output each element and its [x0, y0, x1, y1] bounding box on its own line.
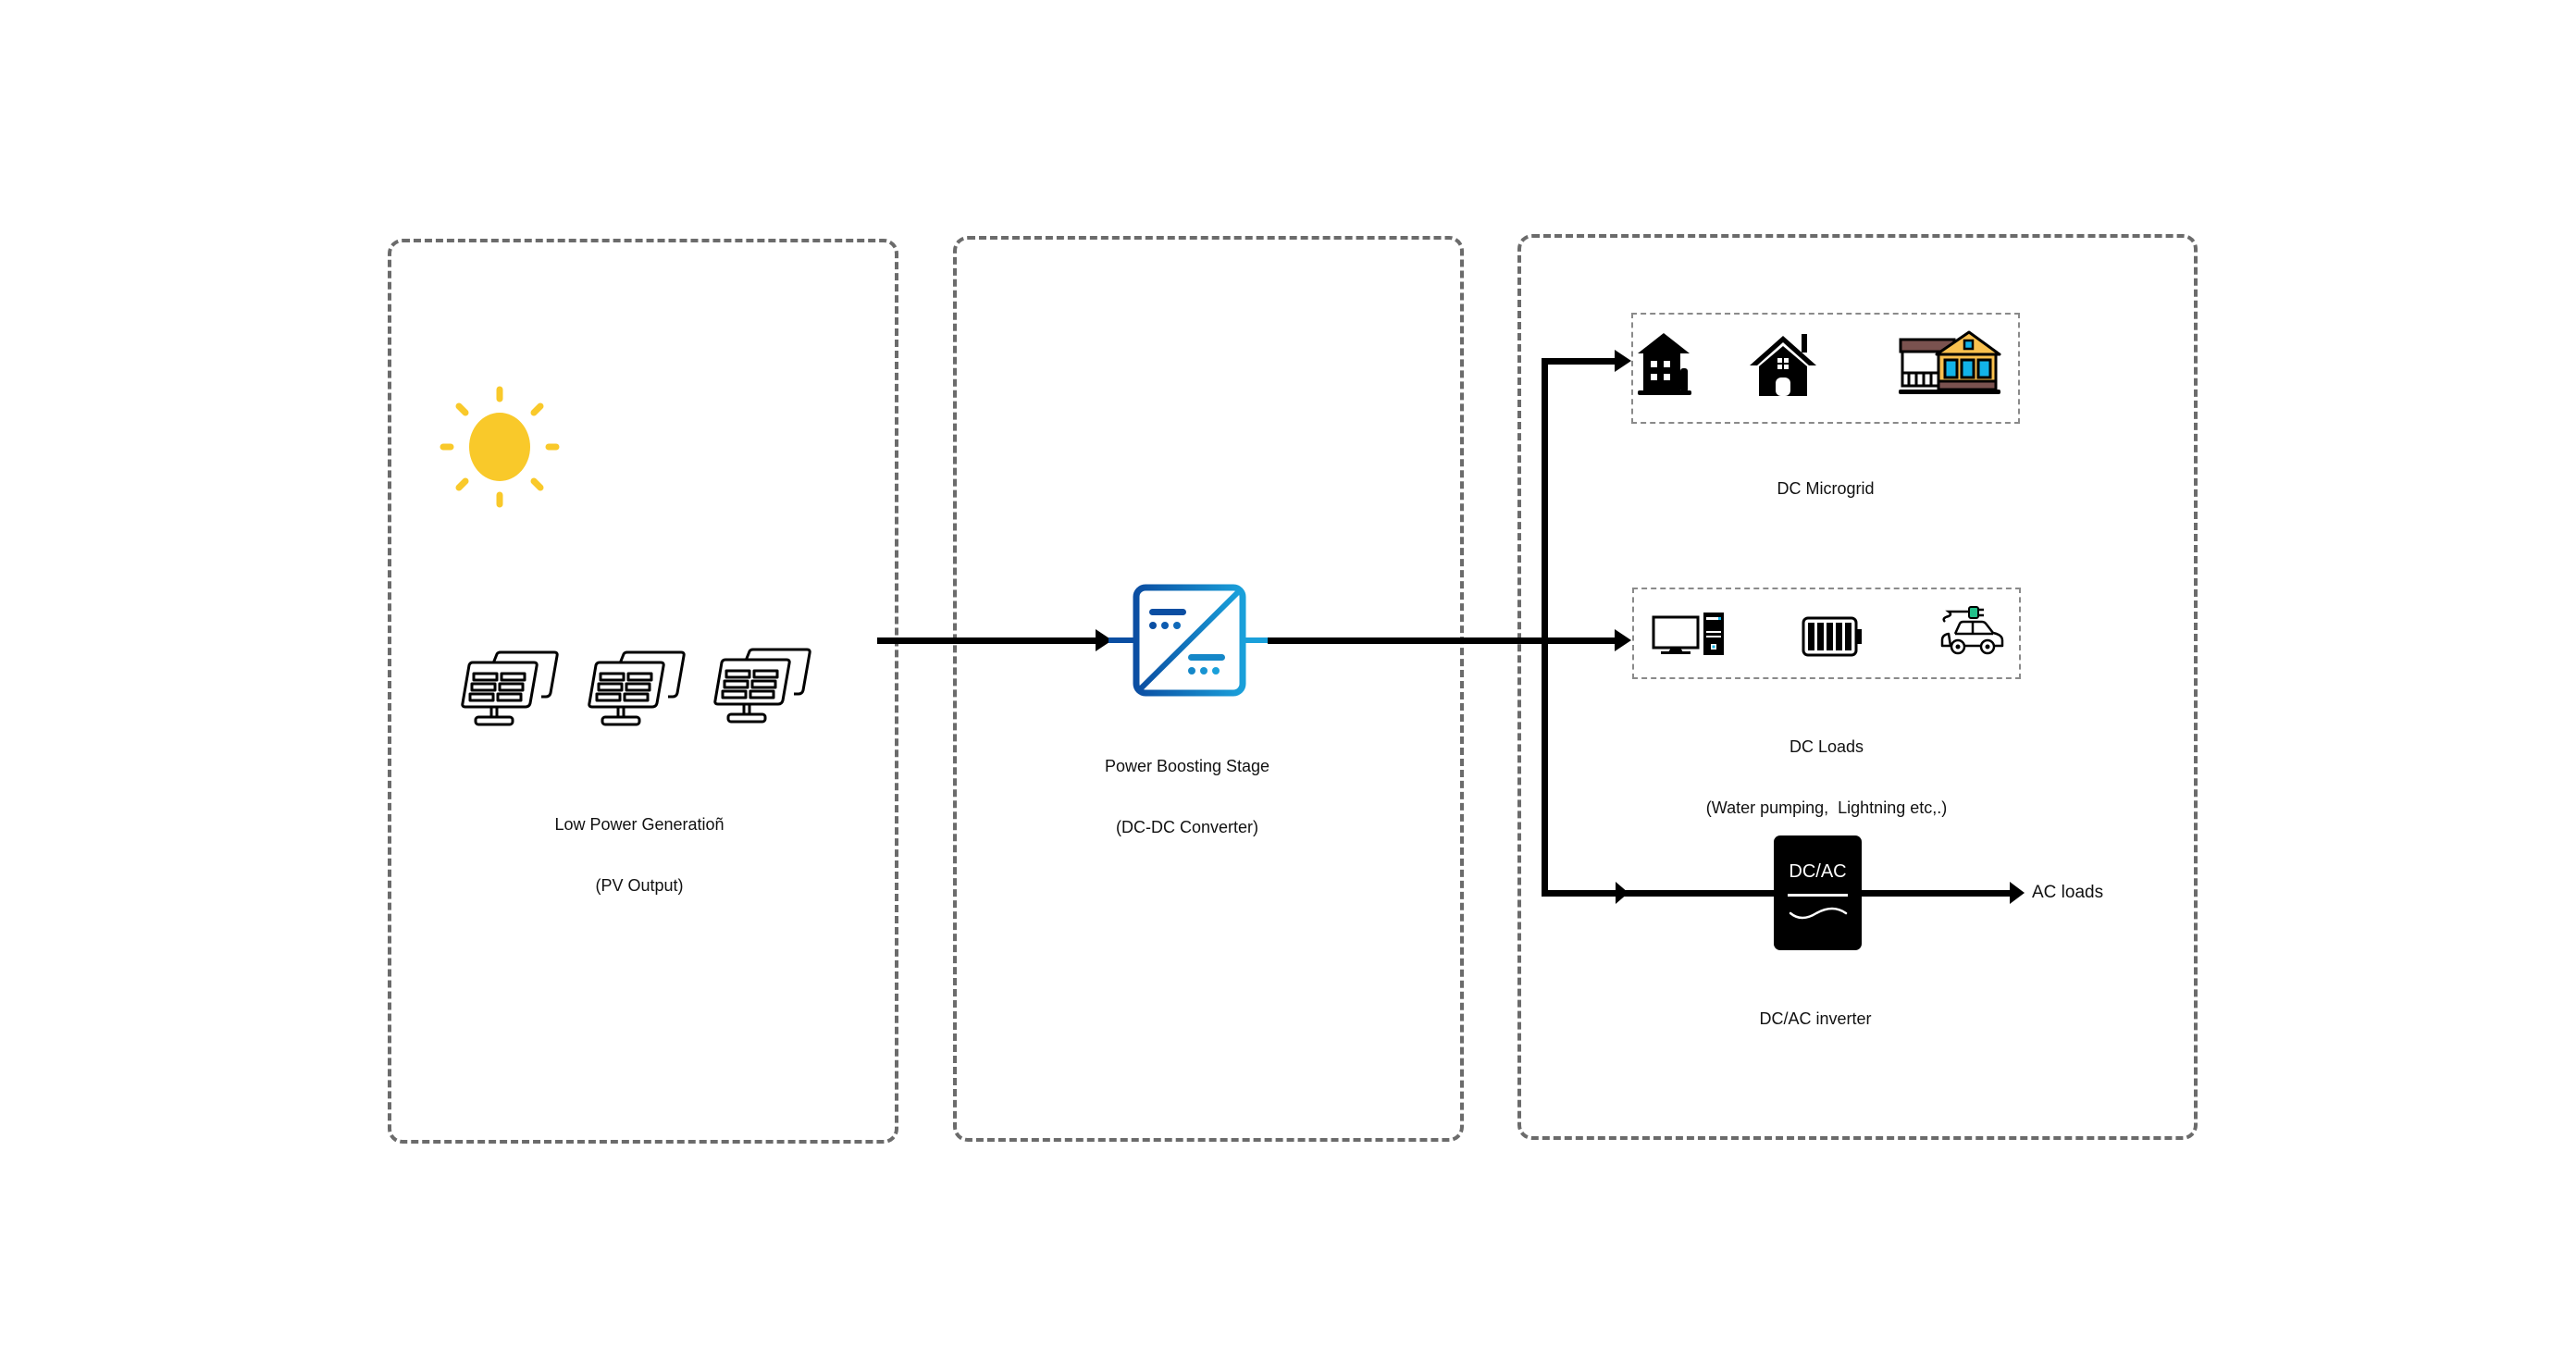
solar-panel-icon: [461, 650, 559, 726]
arrowhead-icon: [1615, 629, 1631, 651]
dc-loads-label-line1: DC Loads: [1789, 737, 1864, 756]
desktop-computer-icon: [1652, 613, 1724, 655]
colored-house-icon: [1899, 330, 2001, 394]
solar-panel-icon: [713, 648, 811, 724]
dc-loads-label: DC Loads (Water pumping, Lightning etc,.…: [1706, 696, 1947, 838]
converter-to-bus-wire: [1268, 637, 1619, 644]
inverter-dc-bar: [1788, 894, 1848, 897]
generation-label: Low Power Generatioñ (PV Output): [554, 774, 724, 916]
generation-label-line2: (PV Output): [595, 876, 684, 895]
sine-wave-icon: [1789, 907, 1848, 920]
pv-to-converter-wire: [877, 637, 1099, 644]
arrowhead-icon: [1096, 629, 1112, 651]
house-icon: [1750, 334, 1816, 396]
inverter-label-line1: DC/AC inverter: [1759, 1009, 1872, 1028]
boosting-label-line2: (DC-DC Converter): [1115, 818, 1258, 836]
apartment-building-icon: [1638, 333, 1691, 395]
generation-label-line1: Low Power Generatioñ: [554, 815, 724, 834]
dc-microgrid-label-line1: DC Microgrid: [1777, 479, 1875, 498]
inverter-to-ac-loads-wire: [1862, 890, 2012, 897]
arrowhead-icon: [2010, 882, 2025, 904]
inverter-label: DC/AC inverter: [1759, 968, 1871, 1049]
dc-ac-inverter-icon: DC/AC: [1774, 835, 1862, 950]
distribution-stage-box: [1517, 234, 2198, 1140]
sun-icon: [440, 386, 560, 508]
solar-panel-icon: [588, 650, 686, 726]
electric-car-icon: [1940, 606, 2004, 655]
bus-to-microgrid-wire: [1542, 358, 1619, 365]
boosting-label-line1: Power Boosting Stage: [1104, 757, 1270, 775]
boosting-label: Power Boosting Stage (DC-DC Converter): [1105, 715, 1269, 858]
arrowhead-icon: [1616, 882, 1629, 904]
ac-loads-label: AC loads: [2032, 883, 2104, 902]
dc-dc-converter-icon: [1108, 584, 1268, 697]
dc-microgrid-label: DC Microgrid: [1777, 438, 1874, 519]
sun-disc: [469, 413, 530, 481]
dc-microgrid-box: [1631, 313, 2020, 424]
dc-loads-label-line2: (Water pumping, Lightning etc,.): [1705, 798, 1948, 817]
battery-icon: [1802, 616, 1862, 657]
boosting-stage-box: [953, 236, 1464, 1142]
inverter-text: DC/AC: [1789, 861, 1847, 882]
distribution-bus-wire: [1542, 358, 1548, 897]
bus-to-inverter-wire: [1542, 890, 1775, 897]
dc-loads-box: [1632, 588, 2021, 679]
generation-stage-box: [388, 239, 898, 1144]
arrowhead-icon: [1615, 350, 1631, 372]
